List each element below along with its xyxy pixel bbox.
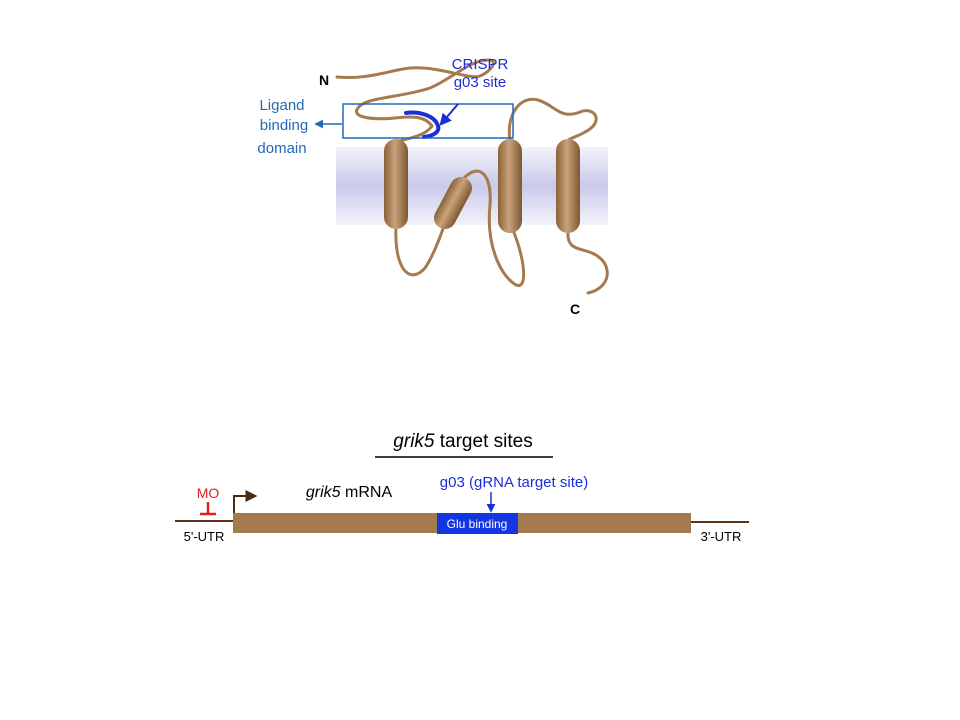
mo-blocker-icon — [200, 502, 216, 516]
glu-binding-block — [437, 513, 518, 534]
ligand-binding-box — [342, 103, 514, 139]
helix-p-loop — [434, 176, 472, 230]
map-title-rest: target sites — [434, 431, 532, 452]
protein-chain — [335, 58, 609, 295]
crispr-label-2: g03 site — [454, 74, 507, 91]
mo-label: MO — [197, 485, 220, 501]
ligand-label-1: Ligand — [259, 97, 304, 114]
tss-arrow — [233, 490, 258, 513]
mrna-label-rest: mRNA — [341, 484, 393, 501]
crispr-site-segment — [404, 110, 441, 139]
glu-binding-label: Glu binding — [447, 517, 508, 531]
crispr-arrow — [439, 103, 459, 126]
utr3-label: 3'-UTR — [701, 529, 742, 544]
utr5-label: 5'-UTR — [184, 529, 225, 544]
receptor-topology: N C CRISPR g03 site Ligand binding domai… — [257, 56, 609, 317]
mrna-label: grik5 mRNA — [306, 484, 393, 501]
helix-m1 — [384, 139, 408, 229]
mrna-map: grik5 target sites Glu binding g03 (gRNA… — [175, 431, 749, 544]
mrna-label-gene: grik5 — [306, 484, 341, 501]
crispr-label-1: CRISPR — [452, 56, 509, 73]
c-terminus-label: C — [570, 301, 580, 317]
helix-m2 — [498, 139, 522, 233]
g03-label: g03 (gRNA target site) — [440, 474, 588, 491]
helix-m3 — [556, 139, 580, 233]
ligand-label-2: binding — [260, 117, 308, 134]
n-terminus-label: N — [319, 72, 329, 88]
ligand-label-3: domain — [257, 140, 306, 157]
map-title: grik5 target sites — [393, 431, 532, 452]
map-title-gene: grik5 — [393, 431, 435, 452]
